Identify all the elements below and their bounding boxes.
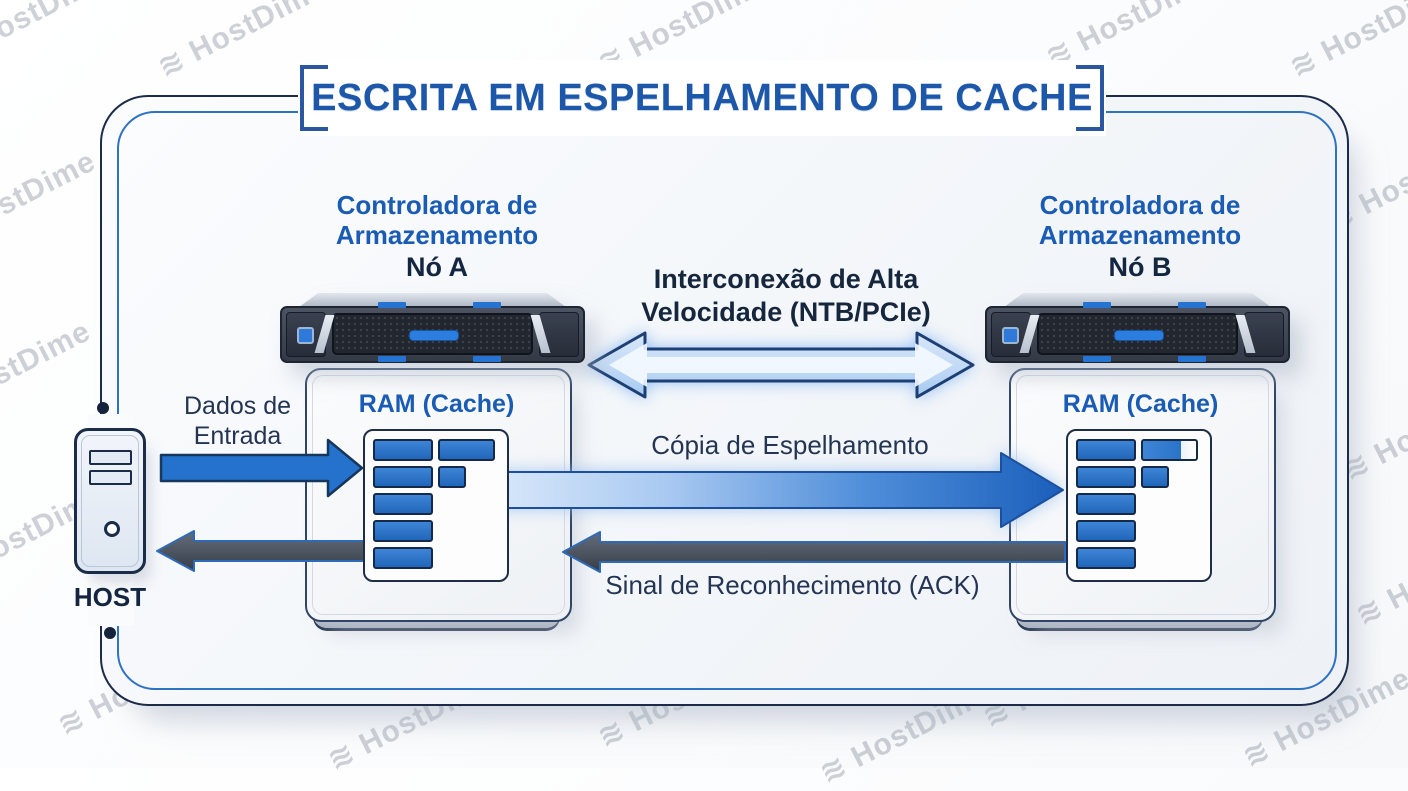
rack-body	[985, 306, 1290, 363]
watermark: ≋ HostDime	[0, 314, 96, 427]
interconnect-label-line1: Interconexão de Alta	[653, 264, 919, 294]
ack-arrow-node-b-to-a	[562, 531, 1066, 573]
title-band: ESCRITA EM ESPELHAMENTO DE CACHE	[298, 60, 1106, 136]
rack-led-bar	[408, 329, 459, 341]
rack-power-button	[1002, 327, 1019, 344]
node-b-label: Controladora de Armazenamento Nó B	[985, 190, 1295, 282]
cache-block	[373, 466, 433, 488]
interconnect-arrow	[587, 331, 975, 399]
rack-clip	[473, 356, 501, 362]
watermark: ≋ HostDime	[0, 144, 101, 257]
cache-block	[1076, 493, 1136, 515]
host-power-button	[104, 521, 120, 537]
storage-controller-a-server	[280, 293, 585, 363]
cache-memory-panel-b	[1066, 429, 1212, 582]
rack-clip	[1083, 302, 1111, 308]
watermark: ≋ HostDime	[1284, 0, 1408, 85]
cache-memory-panel-a	[363, 429, 509, 582]
host-drive-slot	[89, 470, 132, 485]
rack-power-button	[297, 327, 314, 344]
node-b-name: Nó B	[1108, 252, 1172, 282]
cache-block	[1076, 520, 1136, 542]
rack-mesh-panel	[332, 313, 533, 355]
input-data-label-line2: Entrada	[193, 422, 282, 450]
cache-block	[438, 439, 495, 461]
node-a-controller-line1: Controladora de	[336, 190, 538, 220]
node-a-name: Nó A	[406, 252, 468, 282]
rack-led-bar	[1113, 329, 1164, 341]
rack-clip	[473, 302, 501, 308]
mirror-copy-label: Cópia de Espelhamento	[651, 430, 929, 460]
watermark: ≋ HostDime	[0, 0, 116, 72]
cache-block	[1076, 439, 1136, 461]
diagram-title: ESCRITA EM ESPELHAMENTO DE CACHE	[311, 76, 1093, 119]
ram-cache-label-b: RAM (Cache)	[1062, 390, 1219, 418]
interconnect-label-line2: Velocidade (NTB/PCIe)	[641, 297, 931, 327]
input-data-arrow	[159, 438, 364, 498]
rack-clip	[378, 302, 406, 308]
rack-clip	[1178, 356, 1206, 362]
input-data-label-line1: Dados de	[183, 392, 292, 420]
host-connector-dot-top	[97, 402, 109, 414]
ram-cache-label-a: RAM (Cache)	[358, 390, 515, 418]
node-a-label: Controladora de Armazenamento Nó A	[282, 190, 592, 282]
rack-clip	[1178, 302, 1206, 308]
cache-block	[1076, 466, 1136, 488]
cache-block	[373, 439, 433, 461]
rack-body	[280, 306, 585, 363]
host-connector-dot-bottom	[104, 627, 116, 639]
cache-block	[373, 493, 433, 515]
cache-block	[373, 520, 433, 542]
cache-block	[1141, 466, 1169, 488]
ack-arrow-node-a-to-host	[156, 530, 374, 572]
storage-controller-b-server	[985, 293, 1290, 363]
input-data-label: Dados de Entrada	[140, 391, 335, 451]
rack-mesh-panel	[1037, 313, 1238, 355]
node-b-controller-line2: Armazenamento	[1038, 220, 1242, 250]
rack-clip	[1083, 356, 1111, 362]
ack-label: Sinal de Reconhecimento (ACK)	[605, 570, 980, 600]
rack-clip	[378, 356, 406, 362]
interconnect-label: Interconexão de Alta Velocidade (NTB/PCI…	[586, 263, 986, 329]
cache-block	[1141, 439, 1198, 461]
title-bracket-right	[1076, 65, 1104, 131]
cache-block	[438, 466, 466, 488]
host-tower	[74, 428, 146, 574]
mirror-copy-arrow	[497, 452, 1064, 528]
watermark: ≋ HostDime	[1350, 519, 1408, 633]
title-bracket-left	[300, 65, 328, 131]
node-b-controller-line1: Controladora de	[1039, 190, 1241, 220]
cache-block	[373, 547, 433, 569]
host-label: HOST	[73, 582, 147, 612]
cache-block	[1076, 547, 1136, 569]
node-a-controller-line2: Armazenamento	[335, 220, 539, 250]
host-drive-slot	[89, 450, 132, 465]
